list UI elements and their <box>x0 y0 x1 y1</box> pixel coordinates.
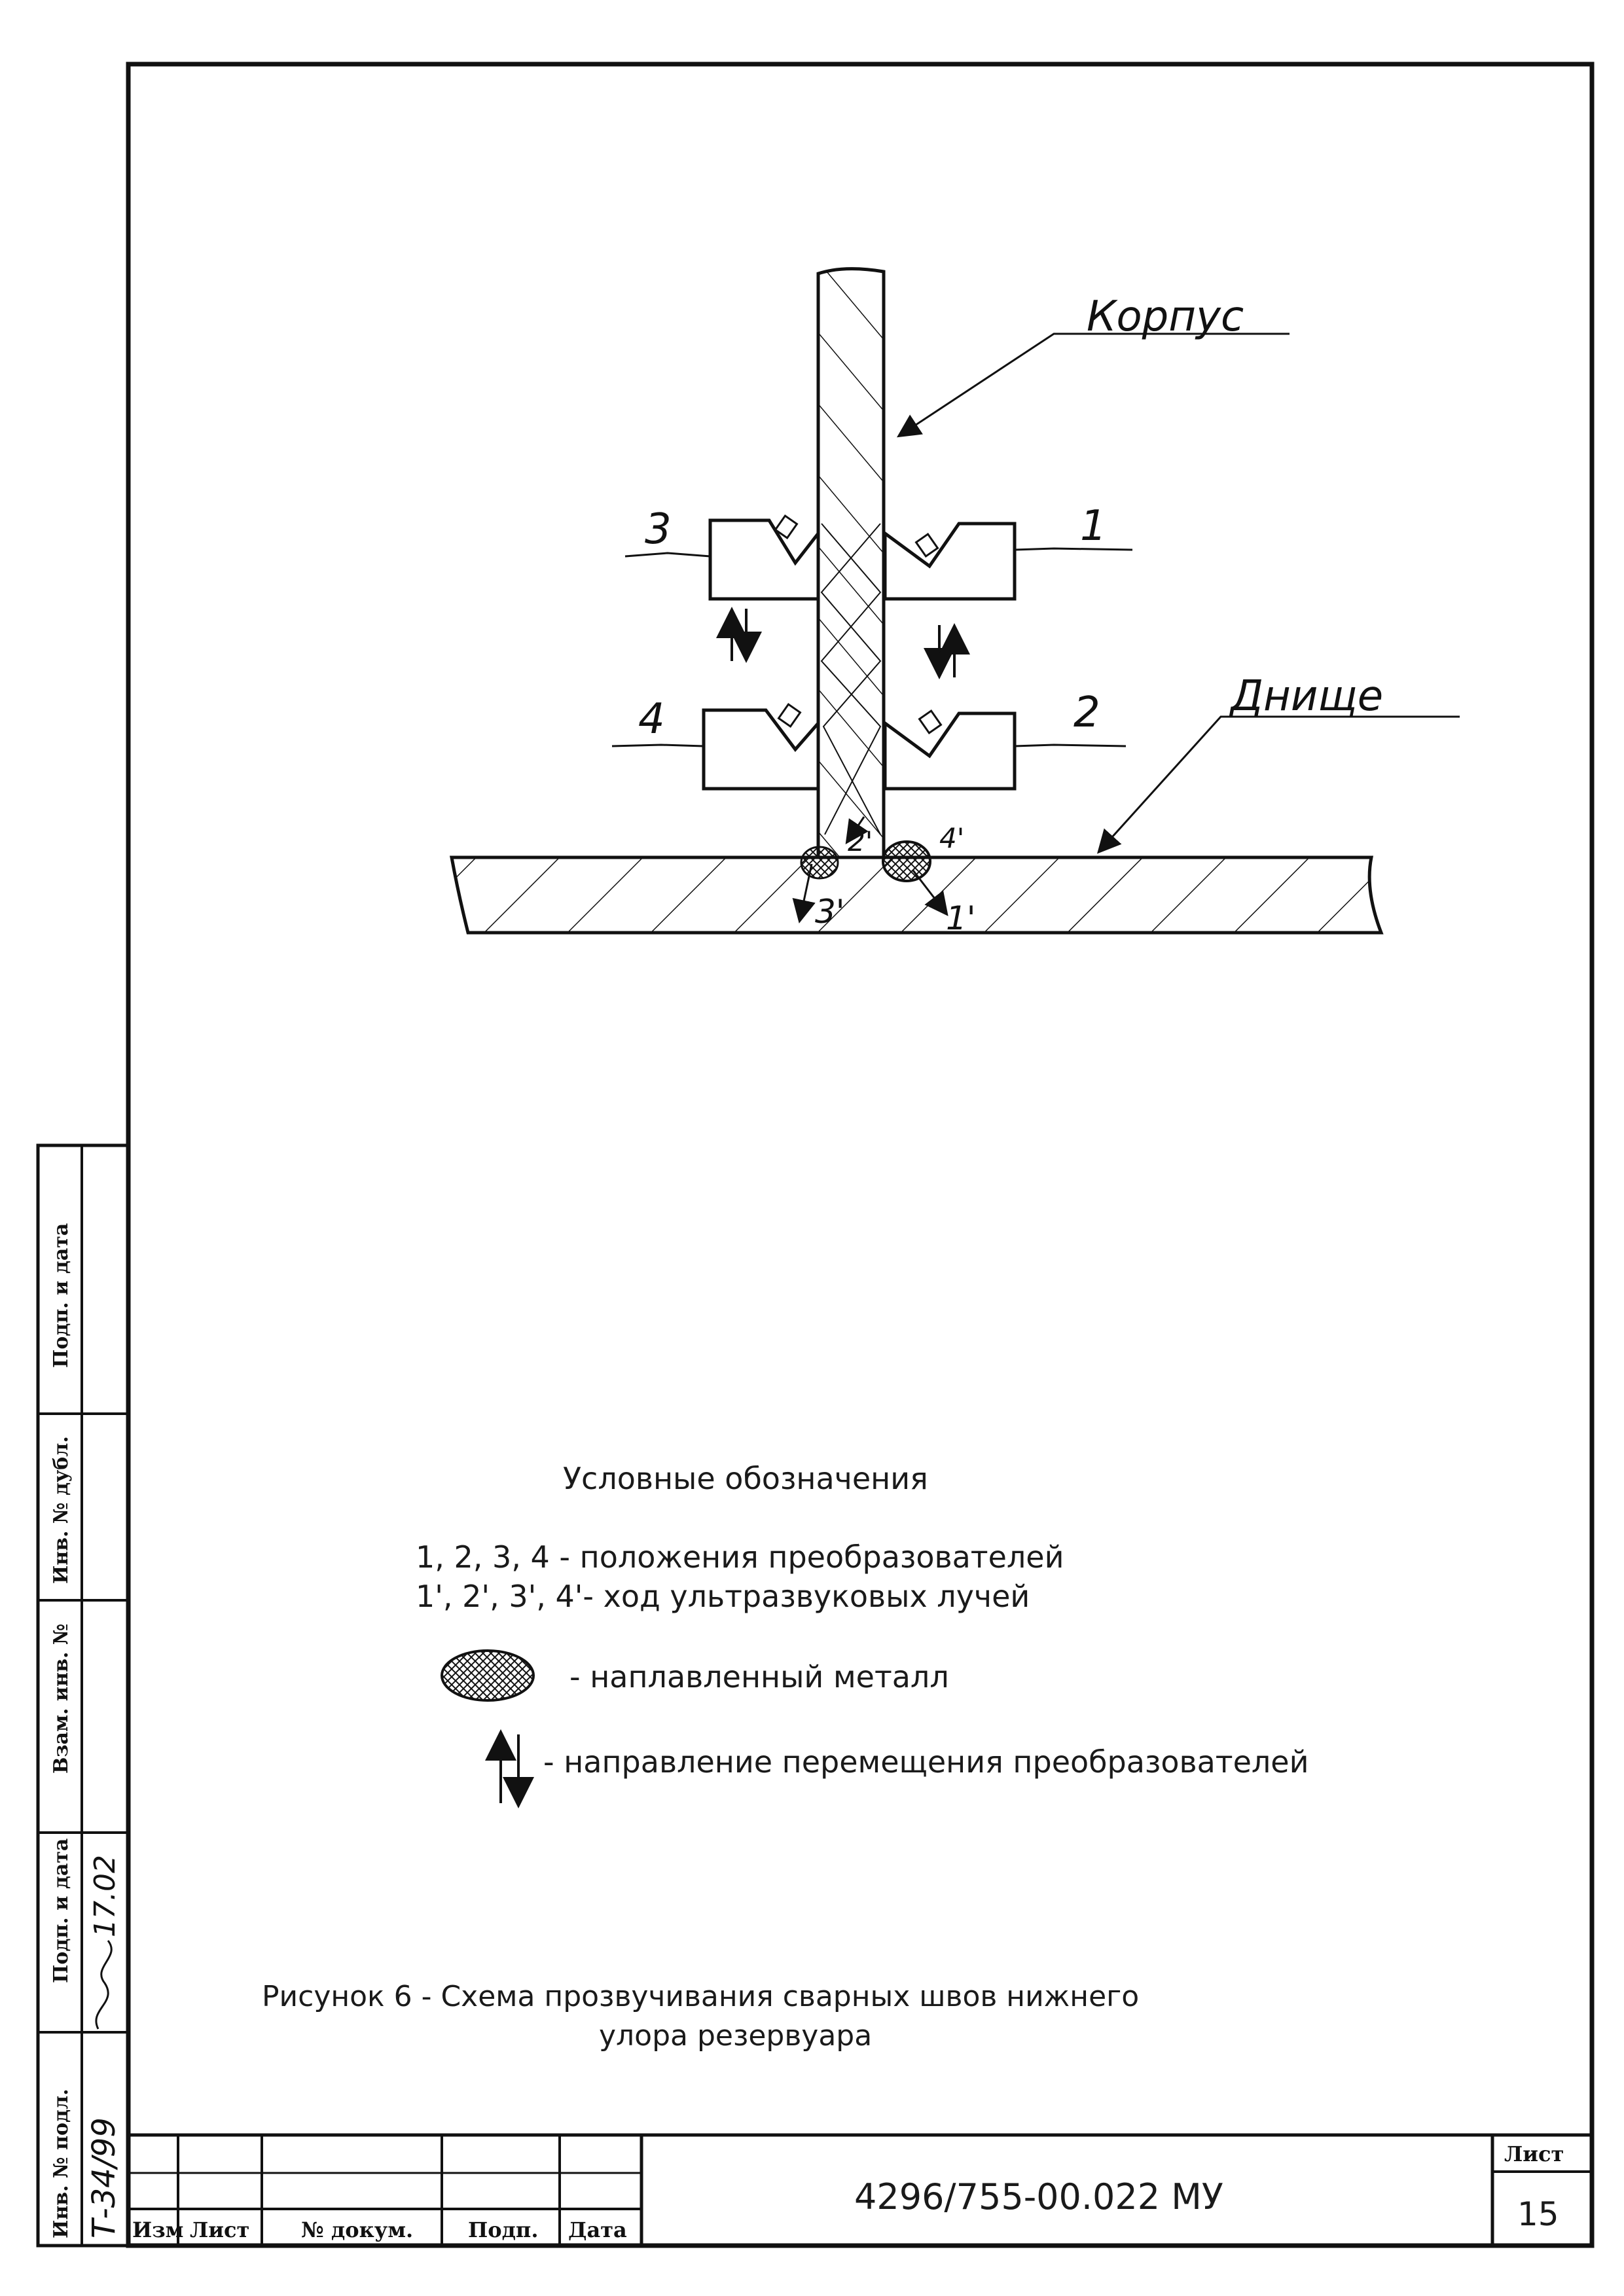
transducer-1 <box>883 522 1017 601</box>
legend-weld-metal: - наплавленный металл <box>569 1659 949 1695</box>
figure-caption: Рисунок 6 - Схема прозвучивания сварных … <box>262 1980 1139 2053</box>
stamp-inv-value: Т-34/99 <box>86 2117 122 2238</box>
beam-arrow-2 <box>845 816 869 844</box>
stamp-podp-data: Подп. и дата <box>50 1839 73 1983</box>
stamp-inv-podl: Инв. № подл. <box>50 2089 73 2238</box>
beam-arrow-3 <box>792 863 816 924</box>
movement-arrows-right <box>924 623 970 679</box>
beam-arrow-1 <box>912 870 948 916</box>
label-position-4: 4 <box>638 695 665 744</box>
label-body: Корпус <box>1087 293 1244 341</box>
leader-4 <box>611 744 704 747</box>
title-block: Изм Лист № докум. Подп. Дата 4296/755-00… <box>128 2133 1592 2246</box>
caption-line-1: Рисунок 6 - Схема прозвучивания сварных … <box>262 1980 1139 2013</box>
label-bottom: Днище <box>1229 672 1383 721</box>
title-col-izm: Изм <box>132 2217 183 2242</box>
label-beam-4: 4' <box>939 822 964 854</box>
sheet-label: Лист <box>1504 2142 1564 2166</box>
document-designation: 4296/755-00.022 МУ <box>854 2176 1223 2217</box>
movement-symbol <box>485 1729 534 1808</box>
weld-metal-symbol <box>441 1649 535 1702</box>
weld-bead-right <box>882 840 931 882</box>
title-col-podp: Подп. <box>468 2217 538 2242</box>
caption-line-2: улора резервуара <box>599 2019 872 2053</box>
leader-1 <box>1014 547 1133 551</box>
stamp-signature <box>95 1940 113 2030</box>
leader-2 <box>1014 744 1127 747</box>
label-beam-2: 2' <box>848 825 873 857</box>
transducer-3 <box>708 514 820 601</box>
stamp-podp-data-top: Подп. и дата <box>50 1223 73 1368</box>
transducer-2 <box>883 709 1017 791</box>
stamp-inv-dubl: Инв. № дубл. <box>50 1436 73 1584</box>
leader-bottom <box>1096 715 1460 854</box>
body-wall <box>816 267 886 859</box>
label-position-1: 1 <box>1080 502 1107 550</box>
stamp-vzam-inv: Взам. инв. № <box>50 1624 73 1774</box>
label-position-2: 2 <box>1074 689 1100 737</box>
title-col-data: Дата <box>568 2217 627 2242</box>
legend-movement: - направление перемещения преобразовател… <box>543 1744 1309 1780</box>
legend-title: Условные обозначения <box>563 1461 928 1496</box>
title-col-doc: № докум. <box>301 2217 413 2242</box>
leader-body <box>896 332 1290 438</box>
legend: Условные обозначения 1, 2, 3, 4 - положе… <box>416 1461 1309 1808</box>
movement-arrows-left <box>716 607 762 663</box>
weld-scheme-drawing: Корпус Днище 1 2 3 4 1' 2' 3' 4' <box>450 267 1460 937</box>
legend-beams: 1', 2', 3', 4'- ход ультразвуковых лучей <box>416 1579 1030 1614</box>
sheet-number: 15 <box>1517 2195 1559 2233</box>
title-col-list: Лист <box>190 2217 249 2242</box>
label-beam-3: 3' <box>815 893 845 931</box>
transducer-4 <box>702 702 820 791</box>
weld-bead-left <box>800 846 839 880</box>
label-beam-1: 1' <box>946 899 976 937</box>
leader-3 <box>624 552 711 558</box>
stamp-date-value: 17.02 <box>88 1855 122 1937</box>
legend-positions: 1, 2, 3, 4 - положения преобразователей <box>416 1539 1064 1575</box>
side-stamp: Подп. и дата Инв. № дубл. Взам. инв. № П… <box>36 1143 130 2248</box>
label-position-3: 3 <box>645 505 672 554</box>
bottom-plate <box>450 855 1384 935</box>
